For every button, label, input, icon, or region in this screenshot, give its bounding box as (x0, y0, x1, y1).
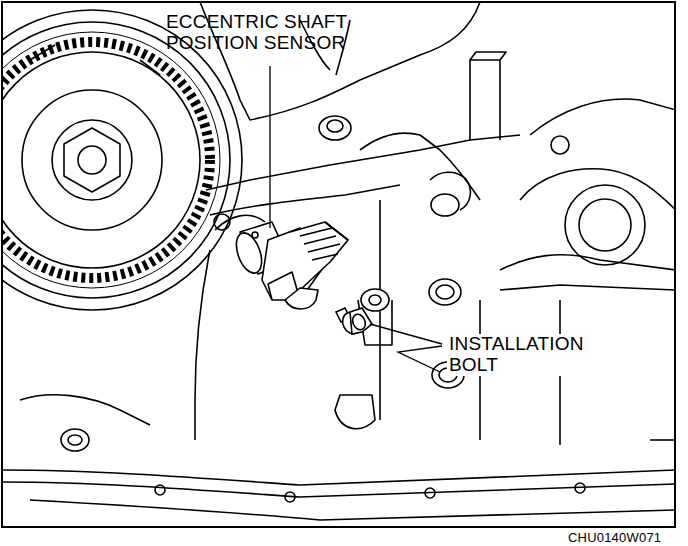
frame-border (2, 2, 675, 527)
engine-front-view (2, 2, 675, 520)
part-label: ECCENTRIC SHAFT POSITION SENSOR (166, 12, 386, 54)
bolt-leader (398, 346, 442, 372)
bolt-leader (370, 324, 442, 344)
sensor-leader (269, 66, 270, 228)
part-label: INSTALLATION BOLT (447, 334, 621, 376)
leader-lines (270, 66, 442, 372)
installation-bolt (336, 308, 372, 337)
figure-code: CHU0140W071 (568, 531, 684, 545)
position-sensor (231, 222, 348, 309)
